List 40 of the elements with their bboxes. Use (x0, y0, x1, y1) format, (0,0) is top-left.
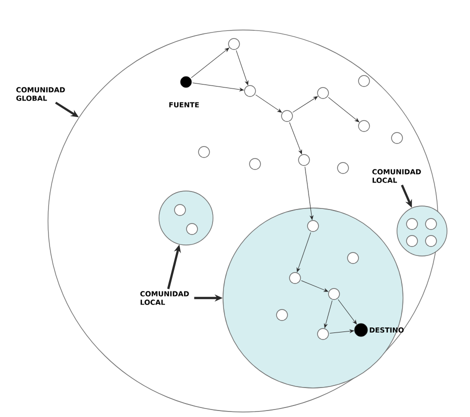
arrow (330, 329, 354, 334)
network-node (307, 220, 319, 232)
network-node (358, 75, 370, 87)
network-node (186, 223, 198, 235)
arrow (255, 94, 282, 113)
arrow (301, 280, 328, 292)
network-node (317, 87, 329, 99)
network-node (406, 235, 418, 247)
network-node (425, 218, 437, 230)
network-node (425, 235, 437, 247)
network-node (406, 218, 418, 230)
network-node (391, 132, 403, 144)
network-node (337, 162, 349, 174)
arrow (328, 97, 360, 122)
arrow (338, 299, 357, 324)
network-node (276, 309, 288, 321)
filled-node (354, 323, 368, 337)
arrow (191, 48, 230, 78)
network-node (228, 38, 240, 50)
network-node (317, 328, 329, 340)
filled-node (180, 76, 192, 88)
community-circle (158, 190, 214, 246)
network-node (281, 110, 293, 122)
network-node (244, 85, 256, 97)
network-node (249, 158, 261, 170)
community-circle (222, 208, 404, 388)
network-node (289, 272, 301, 284)
network-node (358, 120, 370, 132)
network-node (347, 252, 359, 264)
arrow (296, 232, 312, 272)
arrow (324, 300, 332, 328)
network-node (198, 146, 210, 158)
network-node (174, 204, 186, 216)
arrow (192, 82, 244, 92)
arrow (304, 166, 314, 220)
arrow (236, 50, 248, 86)
arrow (289, 122, 302, 154)
arrow (292, 96, 318, 113)
network-node (328, 288, 340, 300)
network-node (298, 154, 310, 166)
